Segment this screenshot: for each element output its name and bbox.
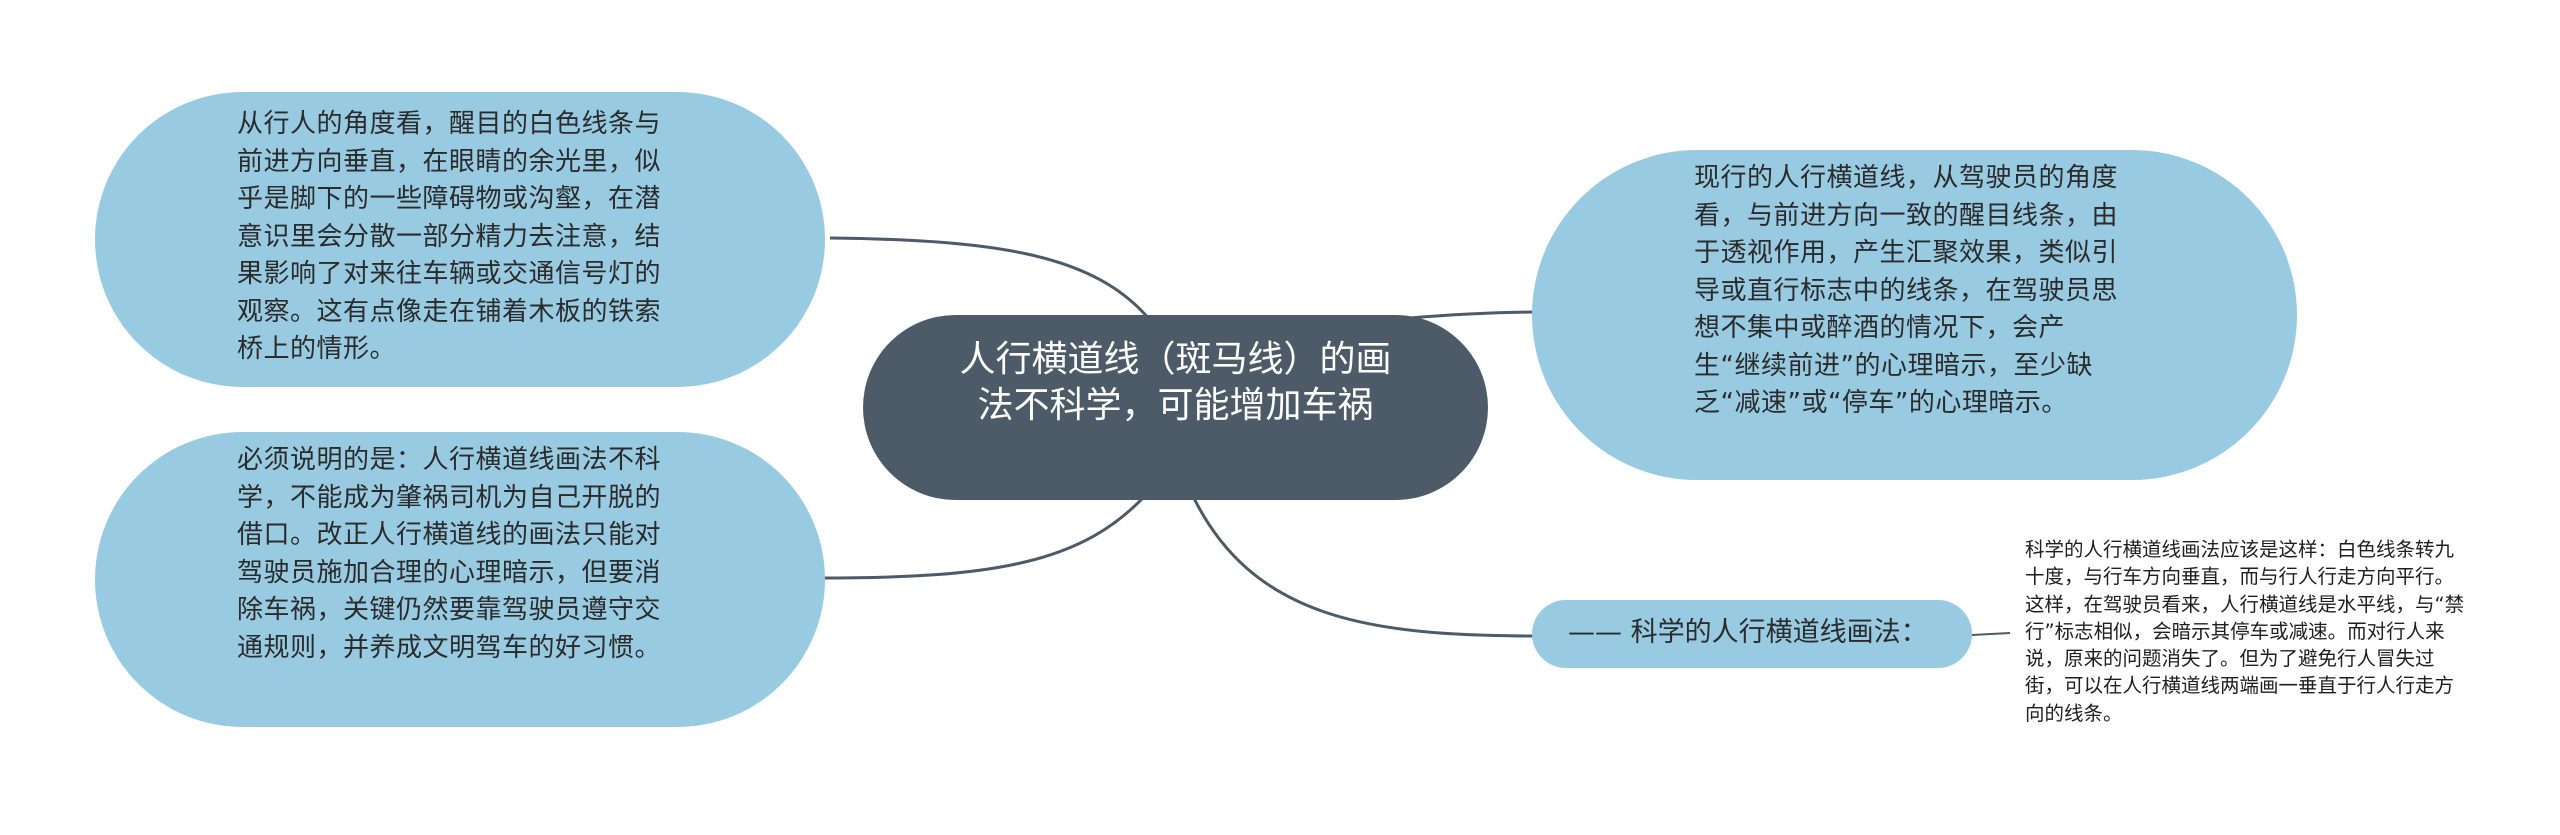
connector-top-left bbox=[829, 236, 1152, 321]
topic-note-responsibility[interactable]: 必须说明的是：人行横道线画法不科学，不能成为肇祸司机为自己开脱的借口。改正人行横… bbox=[95, 432, 825, 727]
topic-driver-view-text: 现行的人行横道线，从驾驶员的角度看，与前进方向一致的醒目线条，由于透视作用，产生… bbox=[1694, 163, 2119, 418]
scientific-method-note: 科学的人行横道线画法应该是这样：白色线条转九十度，与行车方向垂直，而与行人行走方… bbox=[2025, 538, 2465, 725]
topic-scientific-method[interactable]: —— 科学的人行横道线画法： bbox=[1532, 600, 1972, 668]
topic-note-responsibility-text: 必须说明的是：人行横道线画法不科学，不能成为肇祸司机为自己开脱的借口。改正人行横… bbox=[237, 445, 662, 663]
connector-bottom-left bbox=[819, 489, 1152, 580]
topic-scientific-method-label: —— 科学的人行横道线画法： bbox=[1568, 617, 1928, 648]
connector-note bbox=[1971, 632, 2011, 636]
central-topic-title: 人行横道线（斑马线）的画法不科学，可能增加车祸 bbox=[959, 339, 1392, 426]
connector-top-right bbox=[1409, 310, 1546, 320]
topic-pedestrian-view-text: 从行人的角度看，醒目的白色线条与前进方向垂直，在眼睛的余光里，似乎是脚下的一些障… bbox=[237, 109, 662, 364]
topic-driver-view[interactable]: 现行的人行横道线，从驾驶员的角度看，与前进方向一致的醒目线条，由于透视作用，产生… bbox=[1532, 150, 2297, 480]
connector-bottom-right bbox=[1188, 489, 1541, 638]
topic-pedestrian-view[interactable]: 从行人的角度看，醒目的白色线条与前进方向垂直，在眼睛的余光里，似乎是脚下的一些障… bbox=[95, 92, 825, 387]
central-topic[interactable]: 人行横道线（斑马线）的画法不科学，可能增加车祸 bbox=[863, 315, 1488, 500]
